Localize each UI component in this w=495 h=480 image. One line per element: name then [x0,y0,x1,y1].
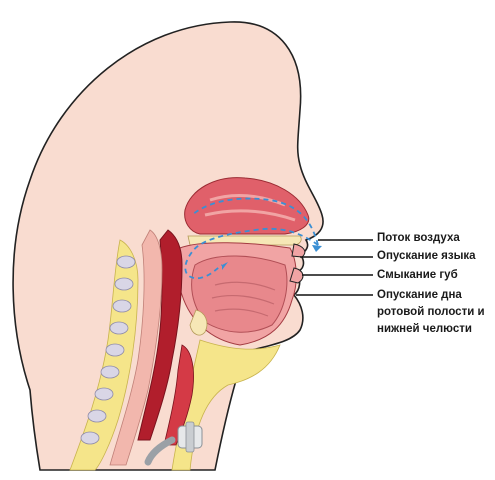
label-floor-lowering: Опускание дна ротовой полости и нижней ч… [377,287,485,338]
label-floor-lowering-line1: Опускание дна [377,287,485,304]
label-floor-lowering-line3: нижней челюсти [377,321,485,338]
label-lip-closure: Смыкание губ [377,267,458,284]
label-airflow: Поток воздуха [377,230,460,247]
airflow-arrowhead-nose [312,245,322,252]
label-floor-lowering-line2: ротовой полости и [377,304,485,321]
label-tongue-lowering: Опускание языка [377,248,476,265]
